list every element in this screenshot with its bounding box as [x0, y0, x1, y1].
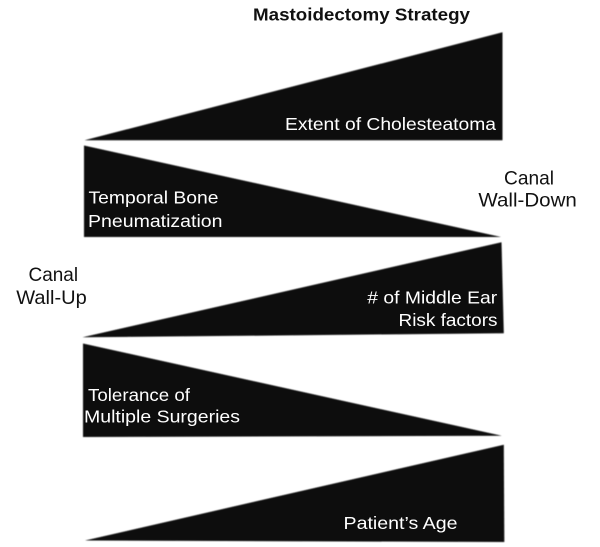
svg-text:Risk factors: Risk factors — [399, 310, 498, 330]
svg-text:Mastoidectomy Strategy: Mastoidectomy Strategy — [253, 4, 470, 24]
svg-text:Canal: Canal — [504, 168, 554, 190]
svg-text:Patient’s Age: Patient’s Age — [344, 513, 458, 533]
svg-text:Pneumatization: Pneumatization — [88, 211, 223, 231]
svg-text:Temporal Bone: Temporal Bone — [89, 188, 219, 208]
svg-text:# of Middle Ear: # of Middle Ear — [367, 288, 497, 308]
svg-text:Wall-Down: Wall-Down — [478, 190, 577, 212]
svg-text:Canal: Canal — [29, 264, 79, 286]
svg-text:Wall-Up: Wall-Up — [16, 287, 87, 309]
svg-text:Tolerance of: Tolerance of — [88, 385, 190, 405]
svg-text:Multiple Surgeries: Multiple Surgeries — [84, 407, 240, 427]
svg-text:Extent of Cholesteatoma: Extent of Cholesteatoma — [285, 114, 496, 134]
